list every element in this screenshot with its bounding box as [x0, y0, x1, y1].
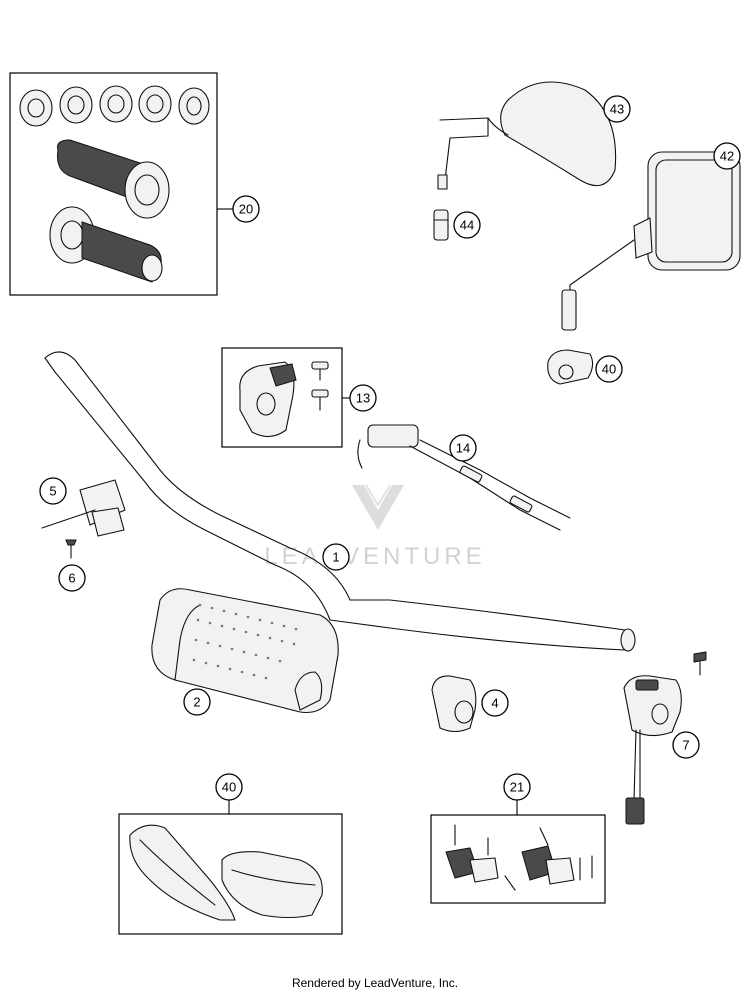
footer-credit: Rendered by LeadVenture, Inc. [292, 976, 458, 990]
callout-5: 5 [39, 477, 67, 505]
callout-6: 6 [58, 564, 86, 592]
callout-13: 13 [349, 384, 377, 412]
callout-21: 40 [215, 773, 243, 801]
pad-texture [192, 603, 298, 680]
mounting-kit-box [430, 814, 606, 904]
hand-guard-box [118, 813, 343, 935]
callout-20: 21 [503, 773, 531, 801]
mounting-kit-group: 21 [430, 773, 606, 904]
throttle-grip [57, 139, 170, 219]
watermark: LEADVENTURE [264, 484, 485, 570]
watermark-text: LEADVENTURE [264, 543, 485, 570]
callout-2: 2 [183, 688, 211, 716]
throttle-cam-set [19, 85, 210, 127]
callout-43: 43 [603, 95, 631, 123]
callout-5-label: 5 [49, 484, 56, 499]
callout-17-label: 20 [239, 202, 253, 217]
callout-1: 1 [322, 543, 350, 571]
callout-44-label: 44 [460, 218, 474, 233]
callout-14: 14 [449, 434, 477, 462]
callout-1-label: 1 [332, 550, 339, 565]
callout-4: 4 [481, 689, 509, 717]
throttle-cable: 14 [357, 424, 571, 531]
handlebar-clamp: 5 6 [39, 477, 126, 592]
callout-14-label: 14 [456, 441, 470, 456]
clutch-grip [49, 206, 163, 283]
callout-40: 40 [595, 355, 623, 383]
callout-21-label: 40 [222, 780, 236, 795]
handlebar-pad: 2 [151, 588, 339, 716]
mirror-adapter: 44 [433, 209, 481, 241]
callout-6-label: 6 [68, 571, 75, 586]
callout-20-label: 21 [510, 780, 524, 795]
callout-43-label: 43 [610, 102, 624, 117]
handlebar: 1 [44, 351, 636, 652]
callout-4-label: 4 [491, 696, 498, 711]
mirror-right: 42 [561, 142, 741, 331]
mirror-left: 43 [437, 81, 631, 190]
callout-7-label: 7 [682, 738, 689, 753]
switch-housing: 4 [431, 675, 509, 733]
callout-42: 42 [713, 142, 741, 170]
hand-guard-group: 40 [118, 773, 343, 935]
callout-2-label: 2 [193, 695, 200, 710]
grip-kit-group: 20 [9, 72, 260, 296]
callout-42-label: 42 [720, 149, 734, 164]
mirror-clamp: 40 [547, 349, 623, 385]
throttle-housing-group: 13 [221, 347, 377, 448]
combination-switch: 7 [623, 651, 707, 825]
callout-7: 7 [672, 731, 700, 759]
callout-13-label: 13 [356, 391, 370, 406]
grip-kit-box [9, 72, 218, 296]
callout-17: 20 [232, 195, 260, 223]
callout-40-label: 40 [602, 362, 616, 377]
callout-44: 44 [453, 211, 481, 239]
